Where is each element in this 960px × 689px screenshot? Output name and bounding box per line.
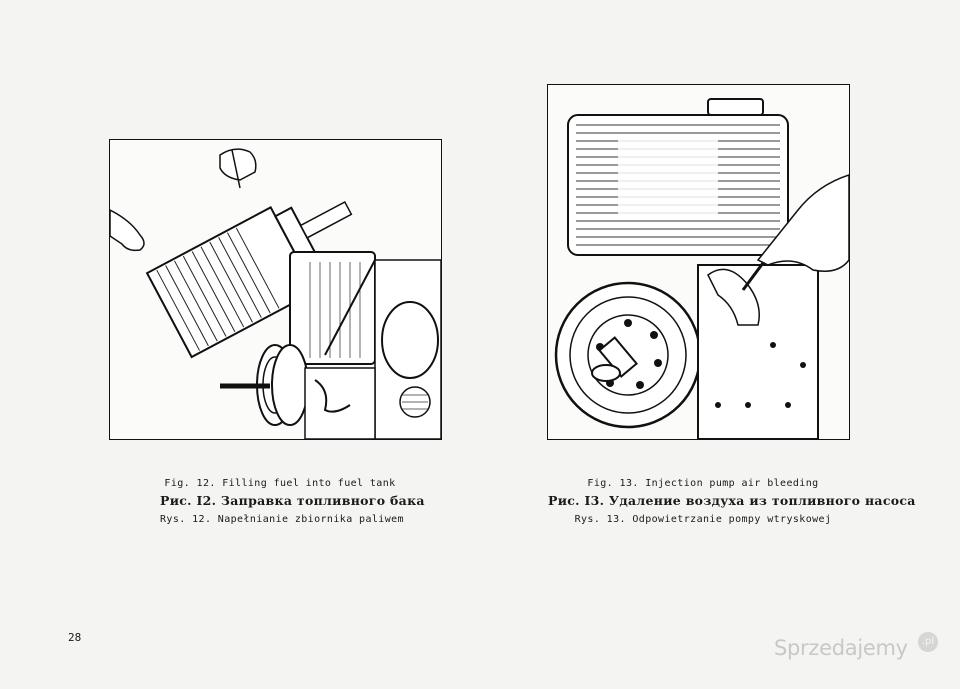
caption-russian: Рис. I2. Заправка топливного бака: [160, 493, 425, 508]
figure-12-illustration: [109, 139, 442, 440]
injection-pump-engine-drawing: [554, 98, 849, 439]
figure-13-illustration: [547, 84, 850, 440]
caption-russian: Рис. I3. Удаление воздуха из топливного …: [548, 493, 916, 508]
caption-polish: Rys. 13. Odpowietrzanie pompy wtryskowej: [574, 514, 832, 525]
watermark: Sprzedajemy: [774, 636, 908, 660]
caption-english: Fig. 13. Injection pump air bleeding: [587, 478, 819, 489]
figure-13-caption: Fig. 13. Injection pump air bleeding Рис…: [548, 478, 916, 529]
fuel-can-engine-drawing: [110, 148, 441, 439]
caption-polish: Rys. 12. Napełnianie zbiornika paliwem: [160, 514, 404, 525]
page-number: 28: [68, 631, 82, 644]
figure-12-caption: Fig. 12. Filling fuel into fuel tank Рис…: [160, 478, 425, 529]
caption-english: Fig. 12. Filling fuel into fuel tank: [164, 478, 396, 489]
watermark-badge: .pl: [918, 632, 938, 652]
